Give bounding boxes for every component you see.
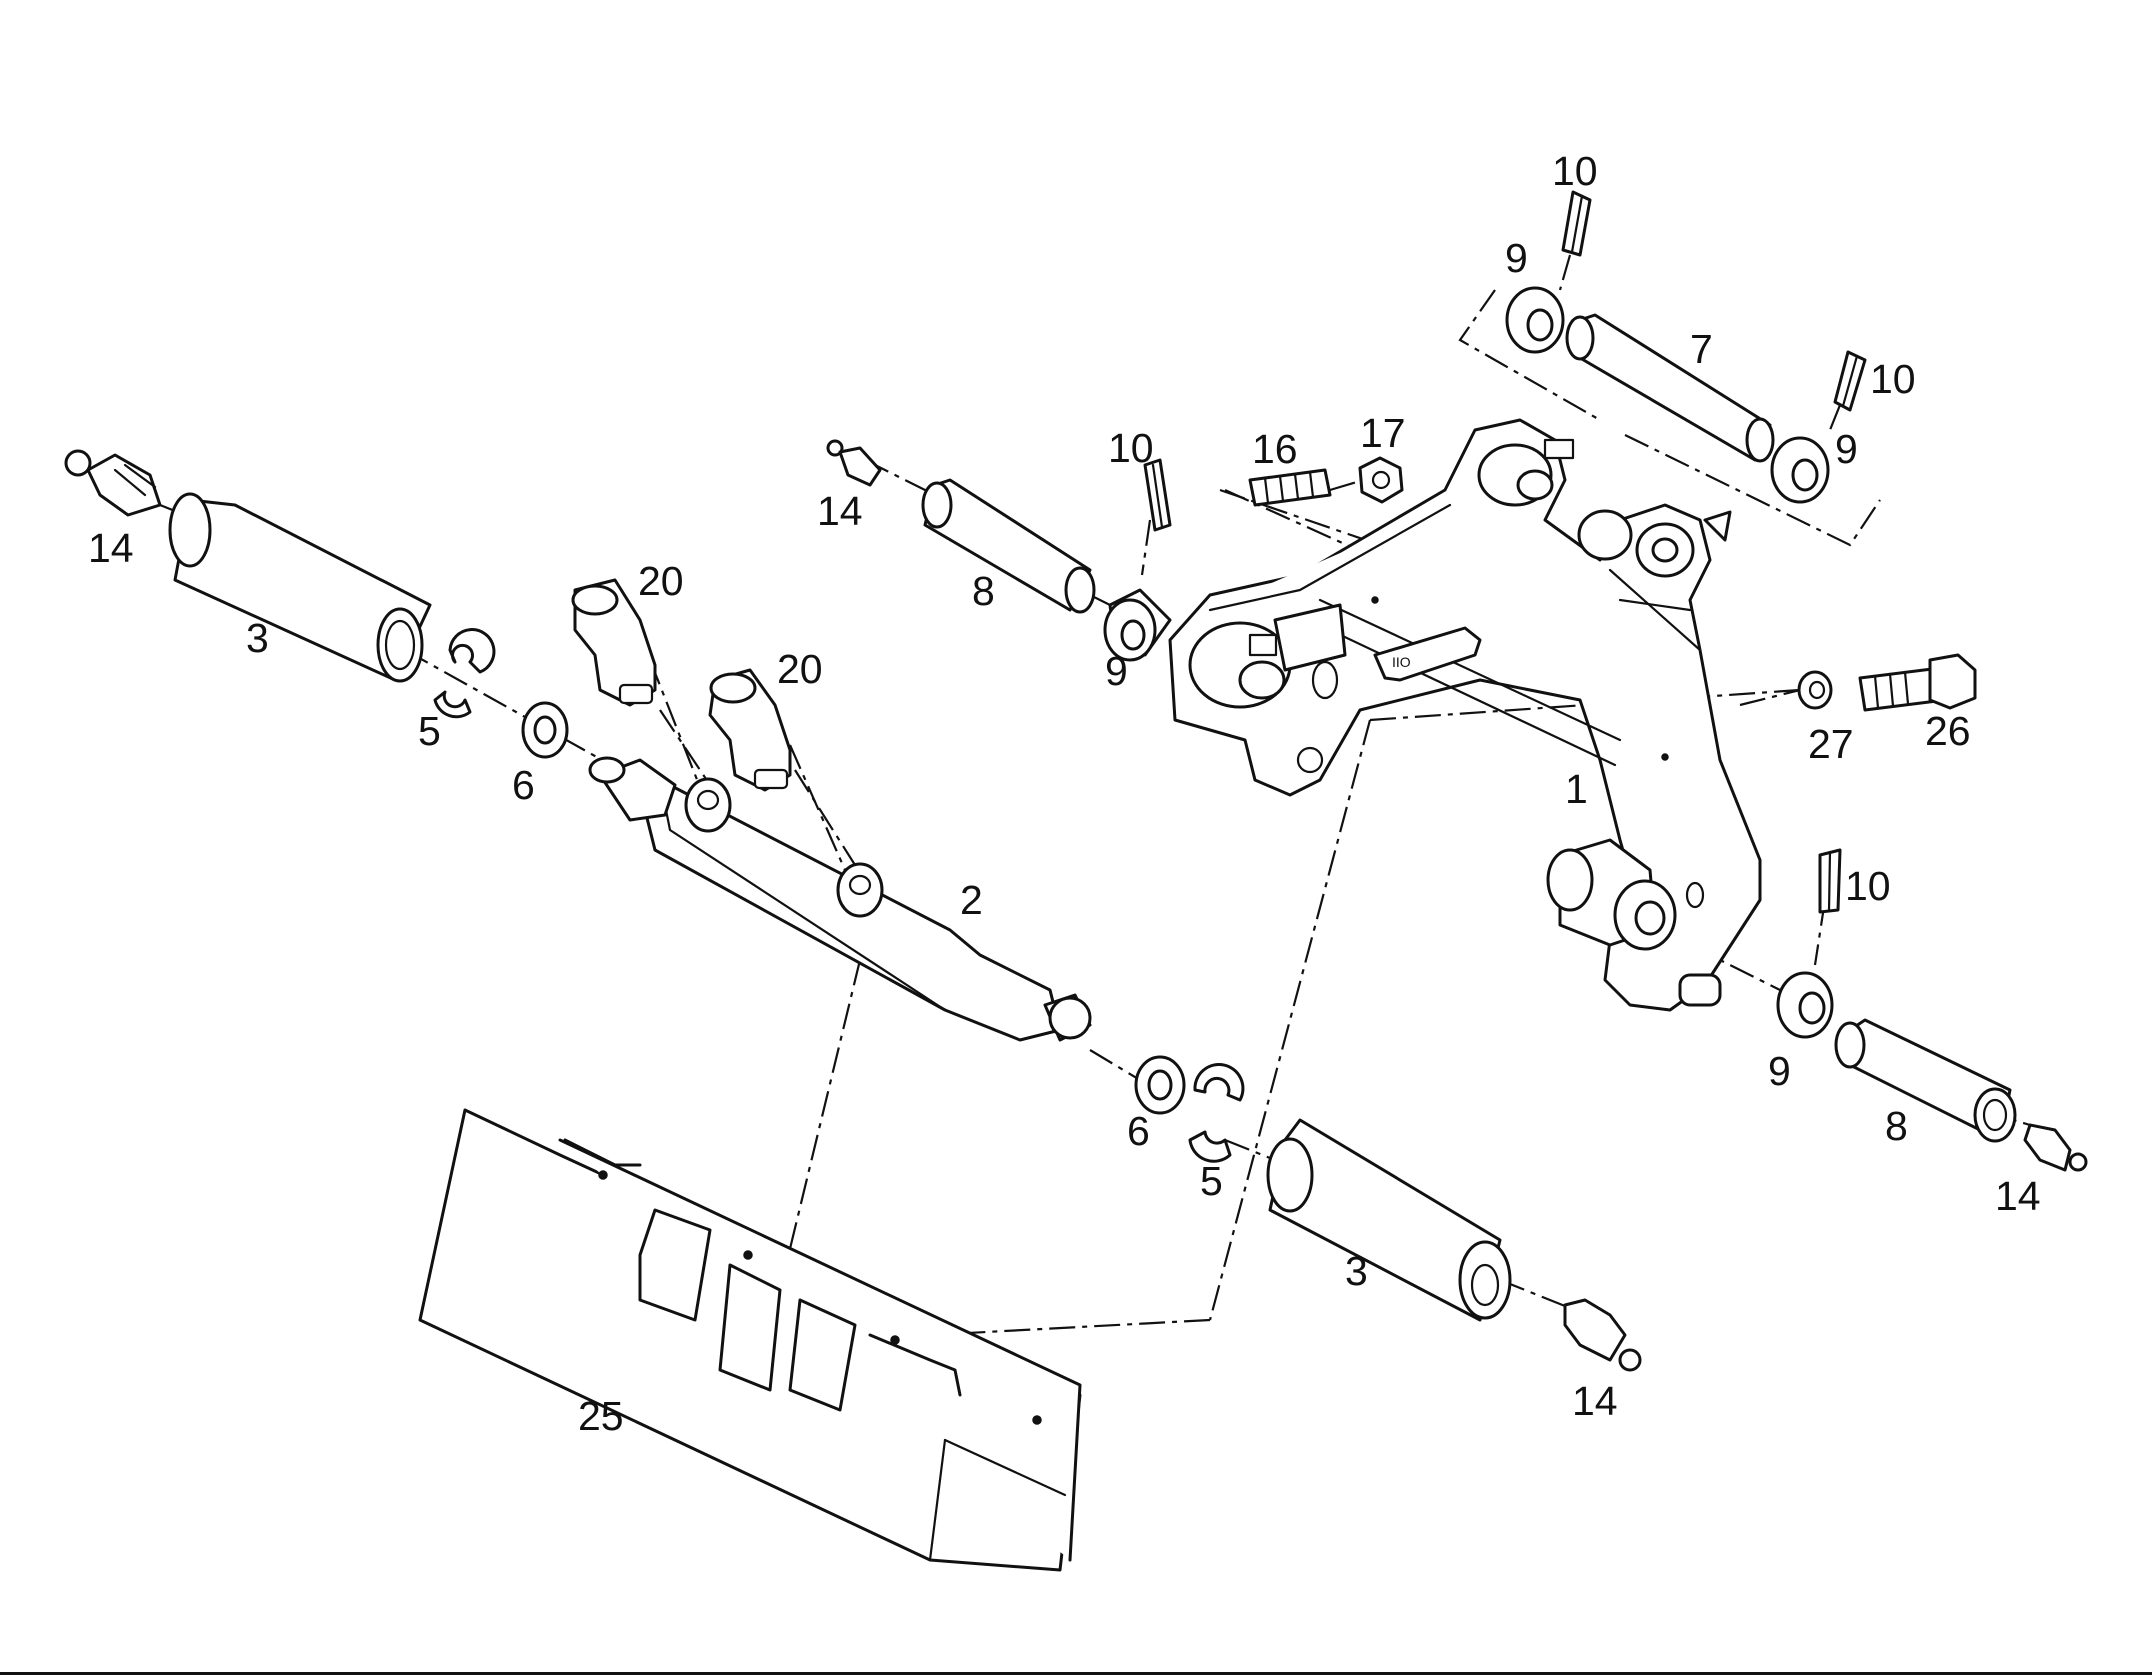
roll-pin-1 (1143, 458, 1172, 532)
housing-bracket: IIO (1168, 418, 1762, 1012)
pin-link (1565, 313, 1775, 463)
callout-6-right: 6 (1127, 1108, 1150, 1154)
hex-nut (1358, 456, 1404, 504)
callout-17: 17 (1360, 410, 1406, 456)
lock-washer-1 (433, 628, 496, 719)
callout-1: 1 (1565, 766, 1588, 812)
callout-9-b: 9 (1505, 235, 1528, 281)
callout-10-c: 10 (1870, 356, 1916, 402)
roll-pin-4 (1818, 848, 1842, 914)
bushing-3 (1770, 436, 1830, 504)
washer-small (1797, 670, 1833, 710)
bottom-frame-line (0, 1672, 2152, 1675)
callout-5-left: 5 (418, 708, 441, 754)
callout-16: 16 (1252, 426, 1298, 472)
callout-8-lower: 8 (1885, 1103, 1908, 1149)
grease-fitting-2 (826, 439, 882, 487)
sleeve-left (168, 492, 432, 683)
set-screw (1248, 468, 1332, 507)
lock-washer-2 (1188, 1063, 1245, 1163)
svg-text:IIO: IIO (1392, 654, 1411, 670)
callout-14-a: 14 (88, 525, 134, 571)
grease-fitting-4 (2023, 1123, 2088, 1172)
roll-pin-3 (1833, 350, 1867, 412)
callout-27: 27 (1808, 721, 1854, 767)
callout-2: 2 (960, 877, 983, 923)
shield-guard (418, 1108, 1082, 1572)
callout-9-d: 9 (1768, 1048, 1791, 1094)
bushing-4 (1776, 971, 1834, 1039)
callout-26: 26 (1925, 708, 1971, 754)
washer-2 (1134, 1055, 1186, 1115)
callout-8-upper: 8 (972, 568, 995, 614)
callout-9-c: 9 (1835, 426, 1858, 472)
callout-labels: 1 2 3 3 5 5 6 6 7 8 8 9 9 9 9 10 10 10 1… (88, 148, 2041, 1439)
callout-14-b: 14 (817, 488, 863, 534)
callout-3-left: 3 (246, 615, 269, 661)
grease-fitting-1 (64, 449, 162, 517)
callout-10-a: 10 (1108, 425, 1154, 471)
grease-nipple-2 (708, 668, 792, 792)
hex-bolt (1858, 653, 1977, 712)
callout-3-right: 3 (1345, 1248, 1368, 1294)
callout-6-left: 6 (512, 762, 535, 808)
pin-lower (1834, 1018, 2017, 1143)
callout-7: 7 (1690, 326, 1713, 372)
pin-upper (921, 478, 1096, 614)
callout-10-b: 10 (1552, 148, 1598, 194)
callout-5-right: 5 (1200, 1158, 1223, 1204)
callout-20-b: 20 (777, 646, 823, 692)
roll-pin-2 (1561, 190, 1592, 257)
sleeve-right (1266, 1118, 1512, 1322)
grease-fitting-3 (1563, 1298, 1642, 1372)
callout-10-d: 10 (1845, 863, 1891, 909)
bushing-1 (1103, 588, 1172, 662)
callout-25: 25 (578, 1393, 624, 1439)
shaft (588, 756, 1092, 1042)
callout-14-d: 14 (1995, 1173, 2041, 1219)
bushing-2 (1505, 286, 1565, 354)
callout-20-a: 20 (638, 558, 684, 604)
grease-nipple-1 (571, 578, 657, 707)
callout-14-c: 14 (1572, 1378, 1618, 1424)
callout-9-a: 9 (1105, 648, 1128, 694)
washer-1 (521, 701, 569, 759)
